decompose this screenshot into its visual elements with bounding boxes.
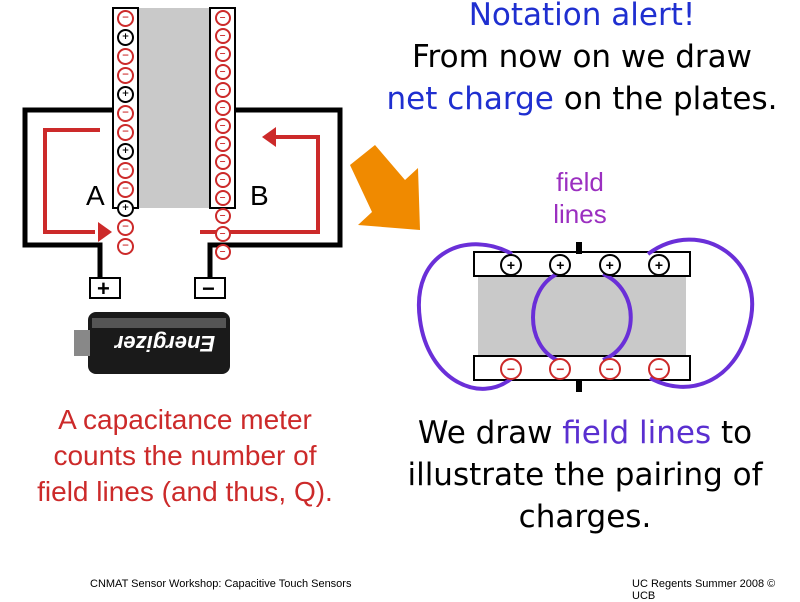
draw-part2: to illustrate the pairing of charges. [407,415,763,535]
bottom-plate-charge-3: − [647,358,670,380]
top-plate-charges: + + + + [500,254,670,276]
terminal-plus-box [89,277,121,299]
orange-arrow [350,145,420,230]
terminal-plus-label: + [97,276,110,301]
field-label-line1: field [556,167,604,197]
label-a: A [86,180,105,211]
plate-b-charge-list: − − − − − − − − − − − − − − [212,10,233,262]
arrowhead-a [98,222,112,242]
plate-b-charge-7: − [214,136,231,152]
plate-a-charge-6: − [117,124,134,141]
dielectric [138,8,210,208]
current-arrow-b [200,135,320,234]
terminal-minus-label: − [202,276,215,301]
plate-b-charge-1: − [214,28,231,44]
plate-a-charge-4: + [117,86,134,103]
plate-a-charge-3: − [117,67,134,84]
top-plate-charge-0: + [500,254,522,276]
top-plate-charge-2: + [598,254,621,276]
plate-b-charge-5: − [214,100,231,116]
capacitance-text: A capacitance meter counts the number of… [37,404,333,507]
top-plate-charge-1: + [549,254,572,276]
label-b: B [250,180,269,211]
battery-cap [74,330,90,356]
plate-b-charges: − − − − − − − − − − − − − − [212,10,233,262]
right-dielectric [478,276,686,358]
footer-left: CNMAT Sensor Workshop: Capacitive Touch … [90,578,352,590]
bottom-plate-charge-1: − [549,358,572,380]
wire-b [207,107,343,282]
plate-b-charge-4: − [214,82,231,98]
plate-b-charge-9: − [214,172,231,188]
draw-part1: We draw [417,415,563,451]
current-arrow-a [43,128,100,234]
field-lines-label: field lines [540,166,620,230]
draw-field-lines-text: We draw field lines to illustrate the pa… [400,412,770,538]
plate-b-charge-6: − [214,118,231,134]
draw-highlight: field lines [562,415,712,451]
plate-a-charges: − + − − + − − + − − + − − [115,10,136,257]
plate-a-charge-list: − + − − + − − + − − + − − [115,10,136,257]
plate-b-charge-2: − [214,46,231,62]
plate-a-charge-1: + [117,29,134,46]
field-line-inner-left [531,272,558,362]
top-plate-charge-3: + [647,254,670,276]
bottom-plate-charges: −−−− [500,358,670,380]
footer-right: UC Regents Summer 2008 © UCB [632,578,776,602]
bottom-plate-charge-2: − [598,358,621,380]
field-line-inner-right [602,272,633,362]
top-lead [576,242,582,254]
plate-b-charge-0: − [214,10,231,26]
notation-highlight: net charge [386,81,554,117]
field-label-line2: lines [553,199,607,229]
field-line-outer-right [646,237,755,389]
plate-a-charge-5: − [117,105,134,122]
plate-b-charge-12: − [214,226,231,242]
notation-alert: Notation alert! From now on we draw net … [372,0,792,120]
plate-b-charge-3: − [214,64,231,80]
plate-a-charge-7: + [117,143,134,160]
field-line-outer-left [416,242,514,391]
arrowhead-b [262,127,276,147]
plate-a-charge-12: − [117,238,134,255]
notation-line3: net charge on the plates. [372,78,792,120]
battery-logo: Energizer [114,331,216,356]
notation-rest: on the plates. [553,81,778,117]
wire-a [22,107,113,282]
plate-b-charge-11: − [214,208,231,224]
plate-b-charge-8: − [214,154,231,170]
notation-line2: From now on we draw [411,39,752,75]
notation-line1: Notation alert! [468,0,696,33]
bottom-plate-charge-0: − [500,358,522,380]
plate-b-charge-13: − [214,244,231,260]
plate-a-charge-9: − [117,181,134,198]
battery-stripe [92,318,226,328]
plate-a-charge-8: − [117,162,134,179]
plate-b-charge-10: − [214,190,231,206]
terminal-minus-box [194,277,226,299]
plate-a-charge-2: − [117,48,134,65]
plate-a-charge-11: − [117,219,134,236]
plate-a-charge-10: + [117,200,134,217]
bottom-lead [576,380,582,392]
plate-a-charge-0: − [117,10,134,27]
